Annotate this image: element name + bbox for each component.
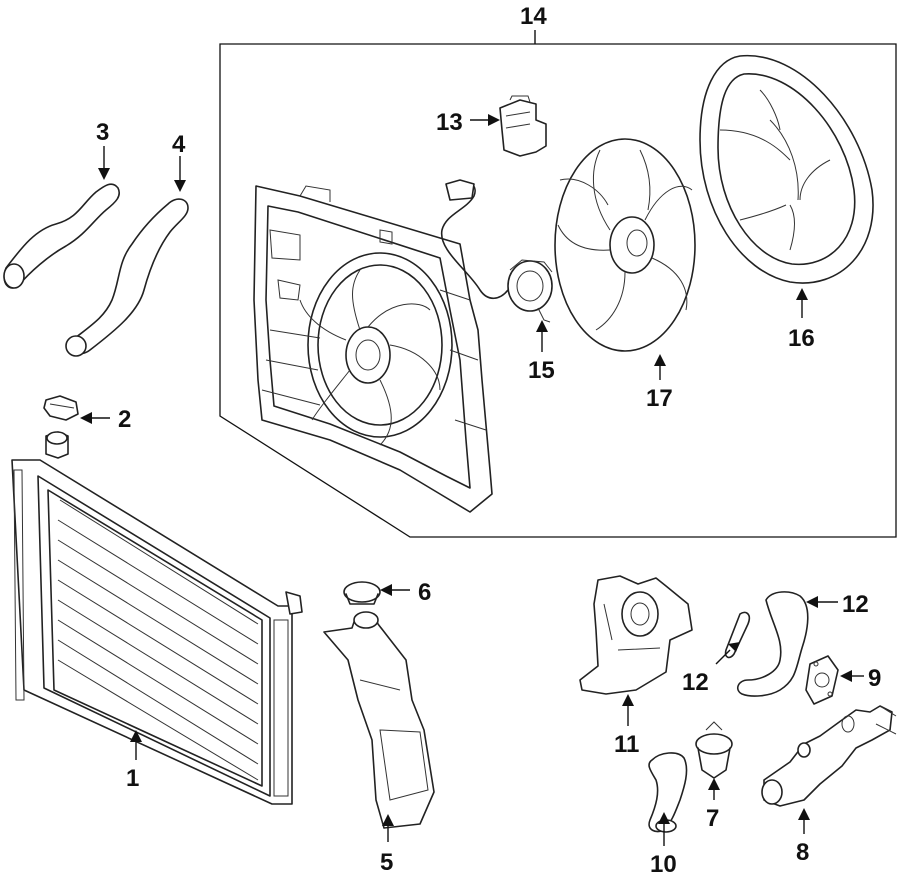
callout-2: 2 [118, 406, 131, 433]
callout-8: 8 [796, 839, 809, 866]
radiator-cap [43, 395, 79, 421]
fan-blade [554, 138, 696, 352]
callout-6: 6 [418, 579, 431, 606]
outlet-gasket [805, 655, 839, 705]
callout-3: 3 [96, 119, 109, 146]
fan-shroud-ring [699, 54, 874, 284]
thermostat-gasket [736, 591, 809, 697]
fan-assembly-outline [219, 43, 897, 538]
callout-15: 15 [528, 357, 555, 384]
callout-13: 13 [436, 109, 463, 136]
callout-11: 11 [614, 731, 639, 758]
callout-1: 1 [126, 765, 139, 792]
callout-7: 7 [706, 805, 719, 832]
callout-17: 17 [646, 385, 673, 412]
leader-lines [80, 114, 864, 846]
coolant-reservoir [323, 611, 435, 829]
thermostat-housing [579, 575, 693, 695]
callout-4: 4 [172, 131, 186, 158]
radiator [11, 431, 303, 805]
upper-radiator-hose [3, 183, 121, 289]
fan-resistor [499, 95, 547, 157]
callout-5: 5 [380, 849, 393, 876]
callout-16: 16 [788, 325, 815, 352]
fan-shroud-frame [253, 185, 493, 513]
reservoir-cap [343, 581, 381, 605]
fan-assembly-group [219, 30, 897, 538]
callout-labels: 1 2 3 4 5 6 7 8 9 10 11 12 12 13 14 15 1… [96, 3, 881, 876]
callout-10: 10 [650, 851, 677, 876]
thermostat [695, 721, 733, 779]
callout-12-upper: 12 [842, 591, 869, 618]
callout-12-lower: 12 [682, 669, 709, 696]
callout-14: 14 [520, 3, 547, 30]
callout-9: 9 [868, 665, 881, 692]
lower-radiator-hose [65, 198, 189, 357]
water-outlet-pipe [761, 705, 897, 807]
fan-motor [441, 179, 553, 323]
